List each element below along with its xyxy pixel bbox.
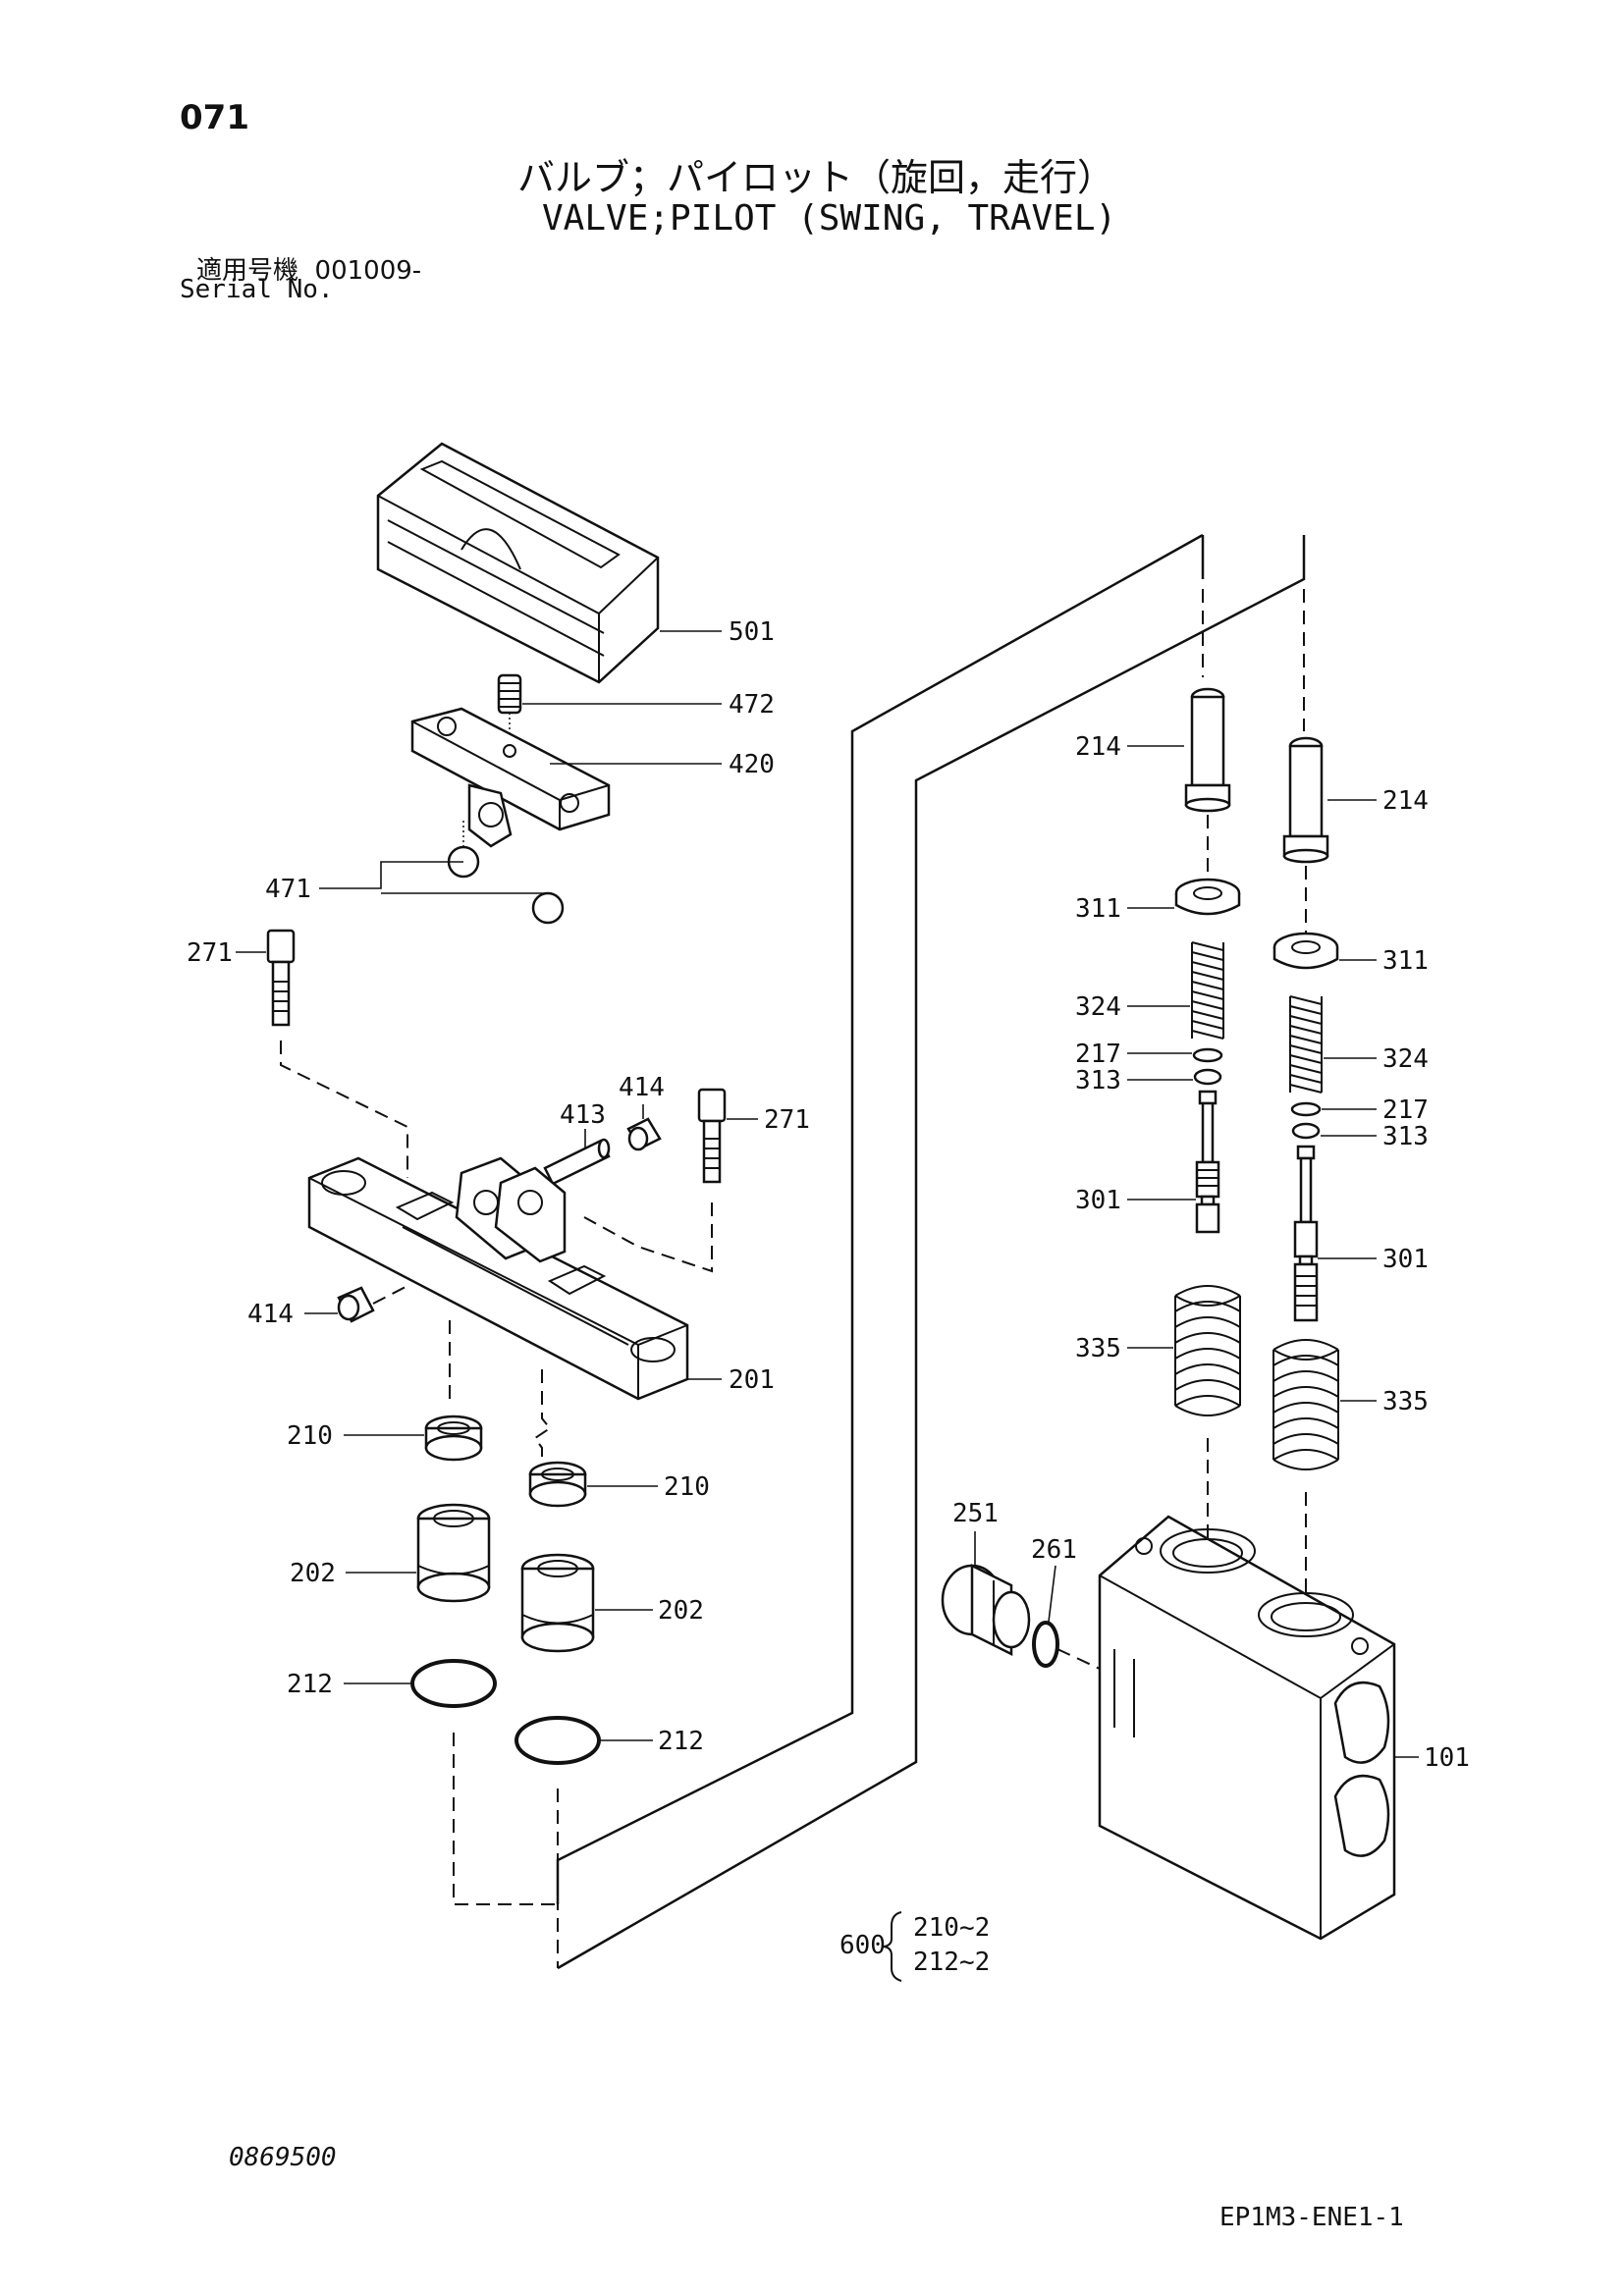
axis-414b	[372, 1285, 408, 1305]
serial-label-en: Serial No.	[180, 275, 334, 304]
kit-brace	[883, 1911, 902, 1982]
callout-271b: 271	[764, 1105, 810, 1135]
part-271-bolt-right	[697, 1088, 727, 1184]
part-311-seat-b	[1272, 932, 1339, 970]
part-414-bush-upper	[626, 1117, 662, 1151]
serial-applicability: 適用号機 001009-	[196, 250, 421, 287]
part-251-plug	[941, 1563, 1031, 1657]
callout-501: 501	[729, 617, 775, 647]
part-202-plug-right	[520, 1553, 595, 1653]
part-335-spring-a	[1174, 1285, 1241, 1416]
callout-214a: 214	[1075, 732, 1121, 762]
callout-202b: 202	[658, 1596, 704, 1626]
callout-414a: 414	[619, 1073, 665, 1102]
callout-201: 201	[729, 1365, 775, 1395]
callout-301a: 301	[1075, 1186, 1121, 1215]
callout-324a: 324	[1075, 992, 1121, 1022]
part-212-o-ring-right	[514, 1716, 601, 1765]
kit-number: 600	[839, 1931, 886, 1960]
part-217-washer-a	[1192, 1047, 1223, 1063]
callout-335a: 335	[1075, 1334, 1121, 1363]
part-313-shim-a	[1193, 1068, 1222, 1086]
title-japanese: バルブ；パイロット（旋回，走行）	[517, 156, 1115, 199]
sheet-code: EP1M3-ENE1-1	[1219, 2203, 1404, 2232]
callout-324b: 324	[1382, 1044, 1429, 1074]
axis-271b	[583, 1202, 713, 1273]
callout-313b: 313	[1382, 1122, 1429, 1151]
callout-313a: 313	[1075, 1066, 1121, 1095]
callout-271a: 271	[187, 938, 233, 968]
title-english: VALVE;PILOT (SWING, TRAVEL)	[542, 198, 1117, 239]
kit-item-1: 210~2	[913, 1913, 990, 1943]
part-210-seal-right	[528, 1461, 587, 1508]
part-313-shim-b	[1291, 1122, 1321, 1140]
callout-210a: 210	[287, 1421, 333, 1451]
part-471-balls	[447, 845, 565, 925]
part-202-plug-left	[416, 1503, 491, 1603]
axis-271a	[280, 1041, 408, 1178]
serial-value: 001009-	[314, 256, 422, 286]
part-201-lever-body	[307, 1156, 689, 1401]
callout-217b: 217	[1382, 1095, 1429, 1125]
callout-472: 472	[729, 690, 775, 720]
leader-471a	[319, 861, 463, 889]
axis-261	[1056, 1648, 1101, 1670]
callout-311a: 311	[1075, 894, 1121, 924]
callout-101: 101	[1424, 1743, 1470, 1773]
callout-471: 471	[265, 875, 311, 904]
callout-414b: 414	[247, 1300, 294, 1329]
part-210-seal-left	[424, 1415, 483, 1462]
part-101-casing	[1098, 1515, 1396, 1941]
callout-420: 420	[729, 750, 775, 779]
part-311-seat-a	[1174, 878, 1241, 916]
callout-413: 413	[560, 1100, 606, 1130]
part-420-plate	[410, 707, 611, 848]
part-413-pin	[543, 1138, 611, 1186]
leader-261	[1048, 1565, 1056, 1623]
callout-217a: 217	[1075, 1040, 1121, 1069]
part-271-bolt-left	[266, 929, 296, 1027]
part-324-spring-a	[1191, 941, 1224, 1040]
axis-left-bottom	[453, 1733, 558, 1905]
part-472-set-screw	[497, 673, 522, 715]
serial-label-jp: 適用号機	[196, 256, 299, 286]
callout-311b: 311	[1382, 946, 1429, 976]
callout-261: 261	[1031, 1535, 1077, 1565]
part-301-spool-a	[1195, 1090, 1220, 1234]
part-301-spool-b	[1293, 1145, 1319, 1322]
part-324-spring-b	[1289, 995, 1323, 1094]
callout-301b: 301	[1382, 1245, 1429, 1274]
part-501-cover-boot	[376, 442, 660, 684]
kit-item-2: 212~2	[913, 1948, 990, 1977]
part-212-o-ring-left	[410, 1659, 497, 1708]
callout-202a: 202	[290, 1559, 336, 1588]
part-217-washer-b	[1290, 1101, 1322, 1117]
callout-212b: 212	[658, 1727, 704, 1756]
callout-335b: 335	[1382, 1387, 1429, 1416]
part-214-plunger-a	[1184, 687, 1231, 813]
axis-right-stack	[533, 1369, 552, 1463]
part-335-spring-b	[1272, 1339, 1339, 1470]
page-number: 071	[180, 98, 249, 137]
callout-214b: 214	[1382, 786, 1429, 816]
part-261-o-ring	[1032, 1621, 1059, 1668]
drawing-number: 0869500	[229, 2143, 337, 2172]
part-214-plunger-b	[1282, 736, 1329, 864]
callout-210b: 210	[664, 1472, 710, 1502]
part-414-bush-lower	[337, 1286, 375, 1323]
callout-251: 251	[952, 1499, 999, 1528]
callout-212a: 212	[287, 1670, 333, 1699]
